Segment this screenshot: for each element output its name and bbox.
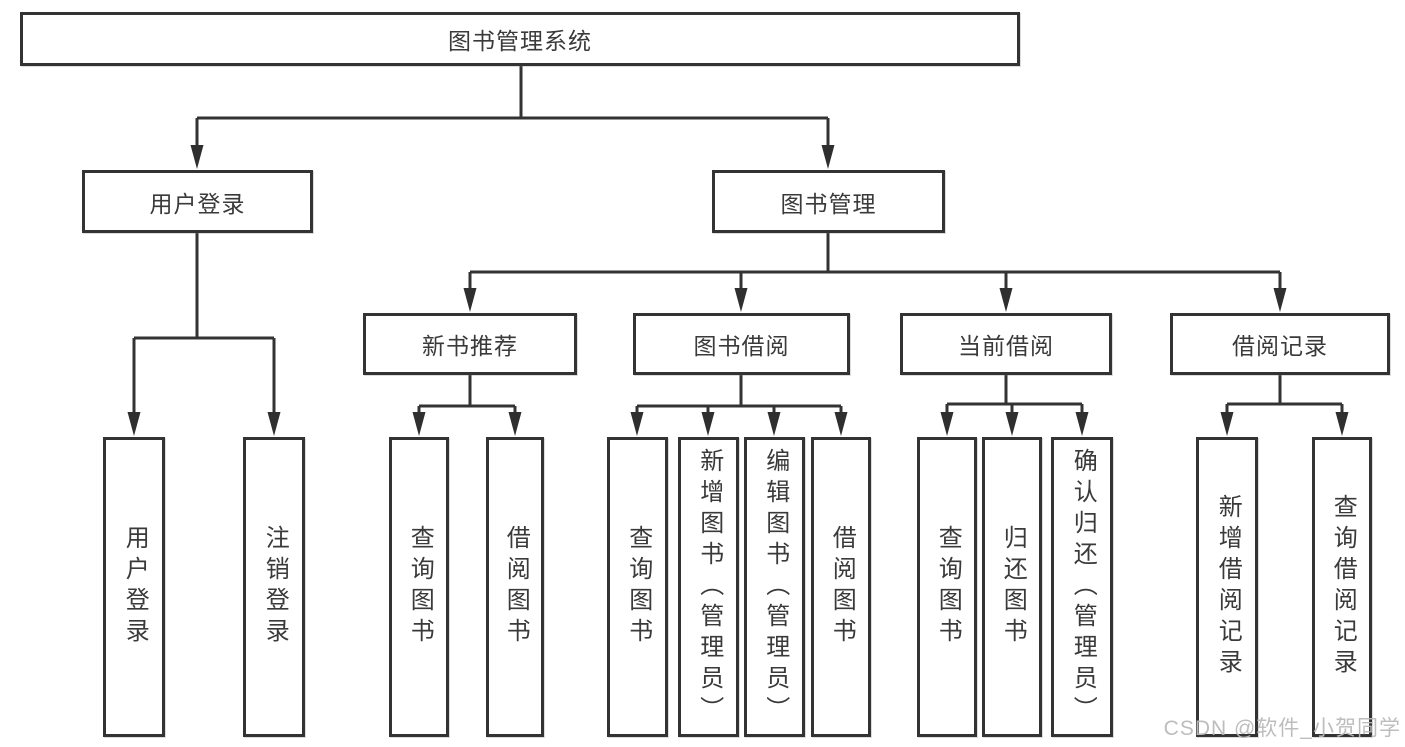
node-root-label: 图书管理系统 (448, 28, 592, 54)
leaf-current-confirm-admin: 确认归还（管理员） (1051, 437, 1113, 737)
node-borrowing-label: 图书借阅 (693, 333, 790, 359)
leaf-borrow-query-label: 查询图书 (624, 525, 652, 649)
node-borrow-records-label: 借阅记录 (1232, 333, 1328, 359)
leaf-borrow-add-admin: 新增图书（管理员） (678, 437, 739, 737)
leaf-logout-label: 注销登录 (261, 525, 289, 649)
leaf-newbooks-query: 查询图书 (389, 437, 449, 737)
leaf-user-login: 用户登录 (103, 437, 165, 737)
leaf-current-confirm-admin-label: 确认归还（管理员） (1069, 447, 1097, 727)
leaf-current-return-label: 归还图书 (999, 525, 1027, 649)
node-book-mgmt: 图书管理 (712, 170, 945, 233)
node-borrowing: 图书借阅 (633, 313, 850, 375)
leaf-records-add: 新增借阅记录 (1196, 437, 1258, 737)
leaf-borrow-borrow: 借阅图书 (811, 437, 871, 737)
leaf-borrow-edit-admin: 编辑图书（管理员） (744, 437, 805, 737)
leaf-current-query: 查询图书 (917, 437, 977, 737)
leaf-logout: 注销登录 (243, 437, 305, 737)
leaf-borrow-borrow-label: 借阅图书 (828, 525, 856, 649)
leaf-current-query-label: 查询图书 (934, 525, 962, 649)
leaf-newbooks-borrow: 借阅图书 (486, 437, 544, 737)
node-root: 图书管理系统 (20, 12, 1020, 66)
node-current-borrow: 当前借阅 (900, 313, 1112, 375)
leaf-records-query: 查询借阅记录 (1312, 437, 1372, 737)
node-user-login: 用户登录 (82, 170, 313, 233)
leaf-borrow-add-admin-label: 新增图书（管理员） (695, 447, 723, 727)
node-current-borrow-label: 当前借阅 (958, 333, 1054, 359)
leaf-user-login-label: 用户登录 (121, 525, 149, 649)
node-book-mgmt-label: 图书管理 (780, 190, 877, 217)
leaf-borrow-edit-admin-label: 编辑图书（管理员） (761, 447, 789, 727)
node-user-login-label: 用户登录 (149, 190, 246, 217)
leaf-borrow-query: 查询图书 (607, 437, 668, 737)
leaf-newbooks-borrow-label: 借阅图书 (502, 525, 530, 649)
leaf-newbooks-query-label: 查询图书 (406, 525, 434, 649)
node-new-books: 新书推荐 (363, 313, 577, 375)
leaf-records-add-label: 新增借阅记录 (1214, 494, 1242, 680)
node-borrow-records: 借阅记录 (1170, 313, 1390, 375)
node-new-books-label: 新书推荐 (422, 333, 518, 359)
csdn-watermark: CSDN @软件_小贺同学 (1163, 717, 1401, 740)
leaf-records-query-label: 查询借阅记录 (1329, 494, 1357, 680)
leaf-current-return: 归还图书 (982, 437, 1042, 737)
